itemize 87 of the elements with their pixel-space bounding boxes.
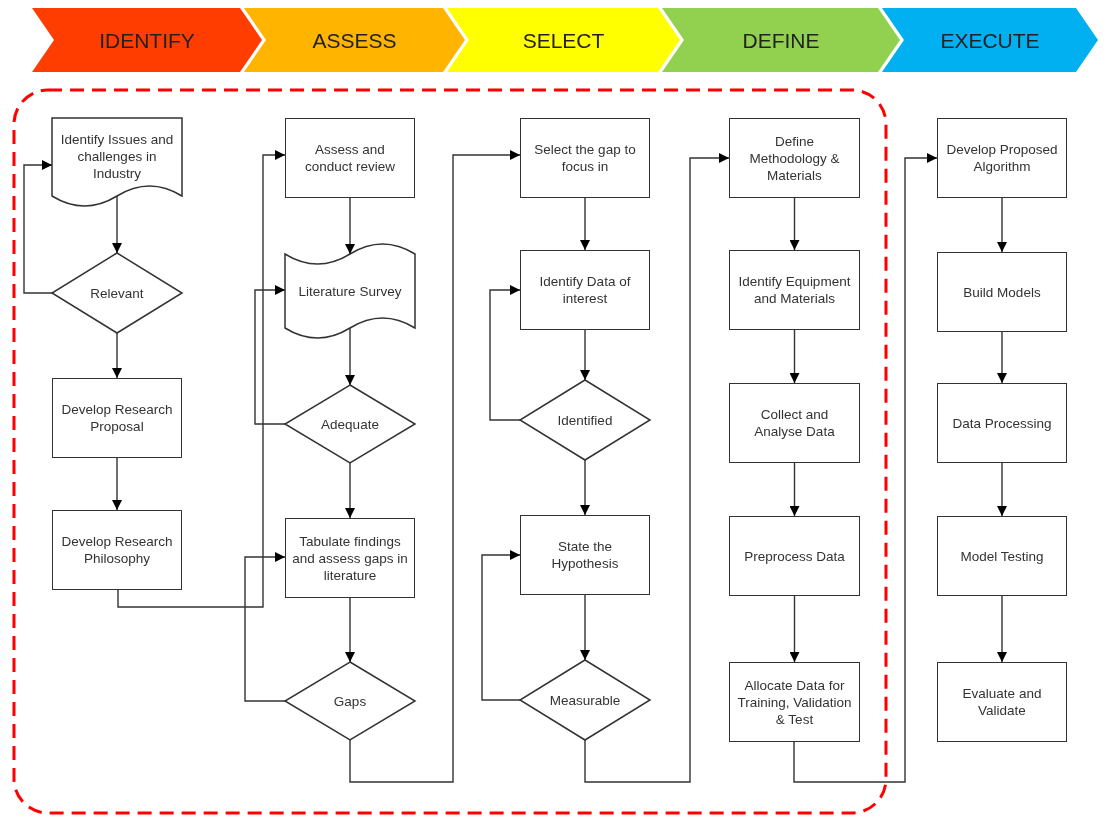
decision-diamond — [52, 253, 182, 333]
dashed-boundary — [12, 88, 888, 815]
connector-arrow — [584, 153, 730, 783]
connector-arrow — [254, 285, 286, 425]
phase-banner — [244, 8, 465, 72]
connector-arrow — [345, 462, 355, 519]
document-shape — [52, 118, 182, 210]
phase-label: DEFINE — [741, 31, 821, 49]
step-label: Gaps — [332, 692, 368, 710]
process-box — [520, 118, 650, 198]
connector-arrow — [345, 597, 355, 663]
step-label: Assess and conduct review — [303, 141, 396, 175]
connector-arrow — [997, 331, 1007, 384]
process-box — [729, 383, 860, 463]
step-label: Select the gap to focus in — [533, 141, 637, 175]
step-label: Evaluate and Validate — [961, 685, 1043, 719]
process-box — [520, 250, 650, 330]
process-box — [937, 118, 1067, 198]
phase-banner — [662, 8, 900, 72]
step-label: Model Testing — [959, 547, 1045, 565]
process-box — [729, 118, 860, 198]
step-label: Develop Proposed Algorithm — [945, 141, 1059, 175]
connector-arrow — [489, 285, 521, 421]
step-label: Identify Issues and challenges in Industry — [59, 130, 175, 182]
step-label: Define Methodology & Materials — [748, 132, 841, 184]
connector-arrow — [580, 329, 590, 381]
step-label: Preprocess Data — [743, 547, 846, 565]
process-box — [937, 662, 1067, 742]
step-label: Literature Survey — [297, 282, 403, 300]
phase-label: IDENTIFY — [98, 31, 196, 49]
decision-diamond — [285, 662, 415, 740]
connector-arrow — [23, 160, 53, 294]
step-label: Tabulate findings and assess gaps in literature — [291, 532, 409, 584]
connector-arrow — [793, 153, 938, 783]
phase-banner — [882, 8, 1098, 72]
connector-arrow — [997, 595, 1007, 663]
step-label: Identify Data of interest — [538, 273, 632, 307]
connector-arrow — [580, 594, 590, 661]
process-box — [937, 252, 1067, 332]
process-box — [729, 516, 860, 596]
step-label: Identify Equipment and Materials — [737, 273, 852, 307]
step-label: Develop Research Philosophy — [60, 533, 174, 567]
connector-arrow — [997, 197, 1007, 253]
connector-arrow — [580, 459, 590, 516]
connector-arrow — [345, 197, 355, 255]
connector-arrow — [481, 550, 521, 701]
phase-label: ASSESS — [311, 31, 398, 49]
phase-banner — [447, 8, 680, 72]
step-label: Develop Research Proposal — [60, 401, 174, 435]
connector-arrow — [997, 462, 1007, 517]
connector-arrow — [789, 462, 800, 517]
process-box — [937, 383, 1067, 463]
step-label: Measurable — [548, 691, 622, 709]
connector-arrow — [117, 150, 286, 608]
connector-arrow — [789, 595, 800, 663]
step-label: Adequate — [320, 415, 380, 433]
decision-diamond — [520, 660, 650, 740]
connector-arrow — [789, 197, 800, 251]
step-label: Build Models — [962, 283, 1042, 301]
connector-arrow — [112, 332, 122, 379]
step-label: State the Hypothesis — [550, 538, 620, 572]
process-box — [937, 516, 1067, 596]
decision-diamond — [285, 385, 415, 463]
step-label: Collect and Analyse Data — [753, 406, 836, 440]
process-box — [729, 250, 860, 330]
step-label: Data Processing — [951, 414, 1053, 432]
step-label: Identified — [556, 411, 614, 429]
process-box — [285, 518, 415, 598]
process-box — [285, 118, 415, 198]
process-box — [729, 662, 860, 742]
connector-arrow — [244, 552, 286, 702]
connector-arrow — [580, 197, 590, 251]
phase-label: SELECT — [521, 31, 606, 49]
connector-arrow — [345, 327, 355, 386]
process-box — [520, 515, 650, 595]
connector-arrow — [789, 329, 800, 384]
process-box — [52, 510, 182, 590]
decision-diamond — [520, 380, 650, 460]
step-label: Allocate Data for Training, Validation & Test — [736, 676, 853, 728]
process-box — [52, 378, 182, 458]
phase-label: EXECUTE — [939, 31, 1041, 49]
connector-arrow — [349, 150, 521, 783]
document-shape — [285, 240, 415, 342]
step-label: Relevant — [89, 284, 145, 302]
phase-banner — [32, 8, 262, 72]
connector-arrow — [112, 457, 122, 511]
connector-arrow — [112, 195, 122, 254]
